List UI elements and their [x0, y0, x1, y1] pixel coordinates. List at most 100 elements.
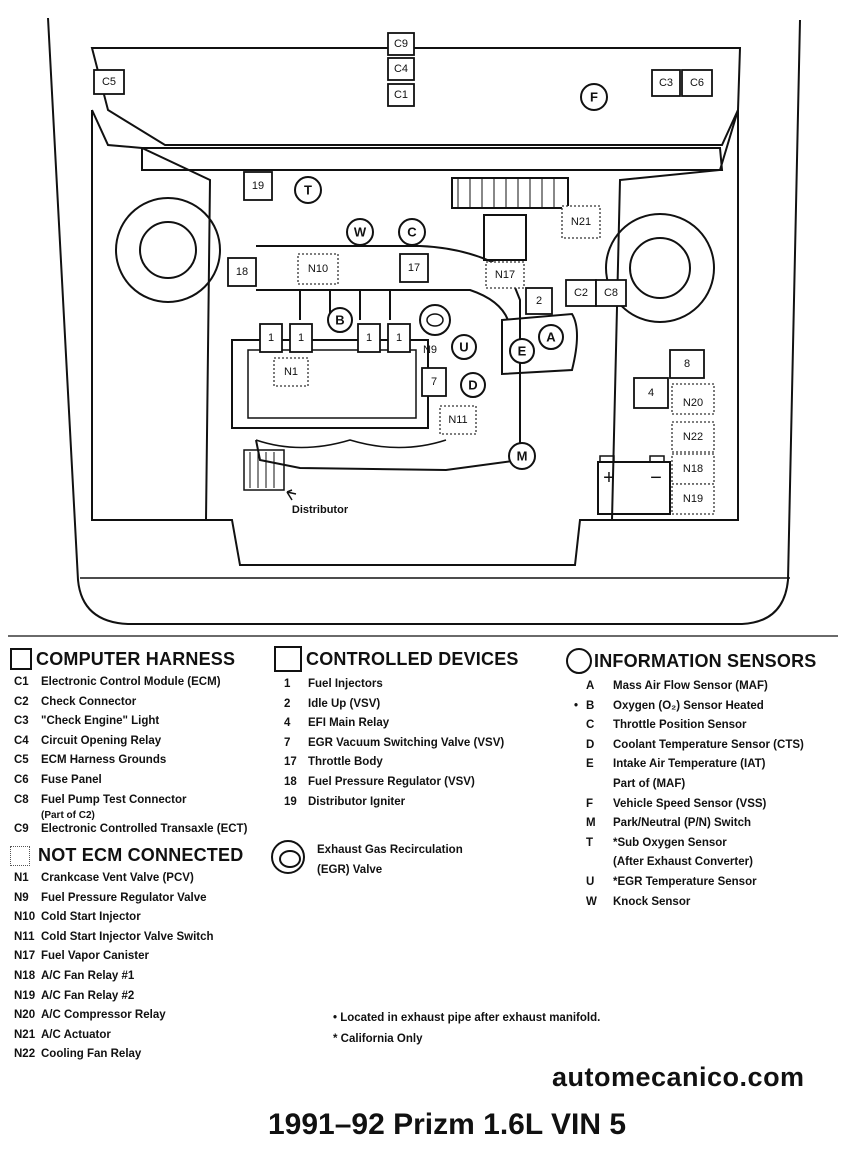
- label-2: 2: [536, 295, 542, 307]
- battery-minus: −: [650, 467, 662, 489]
- label-N9: N9: [423, 344, 437, 356]
- vehicle-outline: [47, 17, 801, 625]
- note-california: * California Only: [333, 1033, 423, 1045]
- legend-item-code: [586, 775, 613, 795]
- legend-item-code: C8: [14, 793, 29, 806]
- legend-item-code: N10: [14, 911, 36, 924]
- label-M: M: [517, 449, 528, 464]
- legend-item-text: Throttle Body: [308, 756, 383, 769]
- compartment-outline: [90, 47, 742, 146]
- legend-item-code: C: [586, 719, 595, 732]
- legend-item: C3"Check Engine" Light: [14, 712, 247, 732]
- legend-item-bullet: [566, 893, 586, 913]
- legend-item-code: 1: [284, 678, 291, 690]
- engine-compartment-diagram: C9 C4 C1 C5 C3 C6 F 19 T W C N21 18 N10 …: [8, 17, 838, 637]
- legend-item-code: 7: [284, 736, 291, 749]
- information-sensors-title: INFORMATION SENSORS: [594, 650, 817, 671]
- legend-item-text: Check Connector: [41, 695, 137, 708]
- legend-item: T*Sub Oxygen Sensor: [566, 834, 816, 854]
- note-exhaust: • Located in exhaust pipe after exhaust …: [333, 1012, 601, 1024]
- legend-computer-harness: COMPUTER HARNESS C1 Electronic Control Mo…: [10, 648, 247, 838]
- legend-item: 17 Throttle Body: [284, 753, 519, 773]
- legend-item-bullet: [566, 736, 586, 756]
- right-wheel-inner: [629, 237, 691, 299]
- legend-item-code: C5: [14, 754, 29, 767]
- legend-item: N10 Cold Start Injector: [14, 908, 243, 928]
- legend-item-bullet: [566, 677, 586, 697]
- label-C6: C6: [690, 77, 704, 89]
- legend-item-text: ECM Harness Grounds: [41, 754, 167, 767]
- label-1d: 1: [396, 332, 402, 344]
- legend-item-code: 2: [284, 697, 291, 710]
- label-1a: 1: [268, 332, 274, 344]
- legend-item-text: Electronic Control Module (ECM): [41, 676, 221, 688]
- legend-item-bullet: [566, 873, 586, 893]
- legend-item-text: Vehicle Speed Sensor (VSS): [613, 797, 767, 810]
- battery-plus: +: [603, 467, 615, 489]
- battery: [597, 461, 671, 515]
- label-7: 7: [431, 376, 437, 388]
- legend-item-code: E: [586, 758, 594, 771]
- legend-item-code: N22: [14, 1048, 36, 1061]
- label-1b: 1: [298, 332, 304, 344]
- label-N22: N22: [683, 431, 703, 443]
- legend-item-text: *Sub Oxygen Sensor: [613, 836, 727, 849]
- legend-item-code: D: [586, 738, 595, 751]
- label-C8: C8: [604, 287, 618, 299]
- legend-item-code: 17: [284, 756, 297, 769]
- legend-item-text: Fuel Vapor Canister: [41, 950, 150, 963]
- legend-item: 1 Fuel Injectors: [284, 675, 519, 695]
- legend-item-text: Fuel Pressure Regulator Valve: [41, 891, 207, 904]
- legend-item-code: F: [586, 797, 594, 810]
- label-N11: N11: [448, 414, 467, 426]
- legend-egr: Exhaust Gas Recirculation (EGR) Valve: [271, 840, 463, 880]
- legend-item-code: N9: [14, 891, 29, 904]
- label-8: 8: [684, 358, 690, 370]
- legend-item-text: Fuel Injectors: [308, 678, 383, 690]
- air-cleaner: [451, 177, 569, 209]
- model-title: 1991–92 Prizm 1.6L VIN 5: [268, 1108, 627, 1141]
- legend-item-code: C2: [14, 695, 29, 708]
- controlled-devices-title: CONTROLLED DEVICES: [306, 648, 519, 669]
- label-F: F: [590, 90, 598, 105]
- left-wheel-inner: [139, 221, 197, 279]
- label-C2: C2: [574, 287, 588, 299]
- label-N1: N1: [284, 366, 298, 378]
- legend-item-text: Park/Neutral (P/N) Switch: [613, 817, 752, 830]
- legend-item-text: Coolant Temperature Sensor (CTS): [613, 738, 804, 751]
- computer-harness-title: COMPUTER HARNESS: [36, 648, 236, 669]
- legend-item-text: EFI Main Relay: [308, 717, 390, 730]
- legend-item: 4 EFI Main Relay: [284, 714, 519, 734]
- air-flow-housing: [501, 312, 578, 376]
- legend-item-code: C1: [14, 676, 29, 688]
- label-D: D: [468, 378, 477, 393]
- legend-item-bullet: [566, 814, 586, 834]
- legend-item-code: N19: [14, 989, 36, 1002]
- legend-item-text: Cooling Fan Relay: [41, 1048, 142, 1061]
- label-18: 18: [236, 266, 248, 278]
- legend-item-text: Cold Start Injector: [41, 911, 141, 924]
- legend-item: C5 ECM Harness Grounds: [14, 751, 247, 771]
- legend-item-code: 4: [284, 717, 291, 730]
- legend-item: Part of (MAF): [566, 775, 816, 795]
- legend-item-text: A/C Compressor Relay: [41, 1009, 166, 1022]
- label-W: W: [354, 225, 367, 240]
- legend-item-bullet: •: [573, 699, 579, 712]
- c8-sub-note: (Part of C2): [41, 810, 95, 822]
- legend-item: U*EGR Temperature Sensor: [566, 873, 816, 893]
